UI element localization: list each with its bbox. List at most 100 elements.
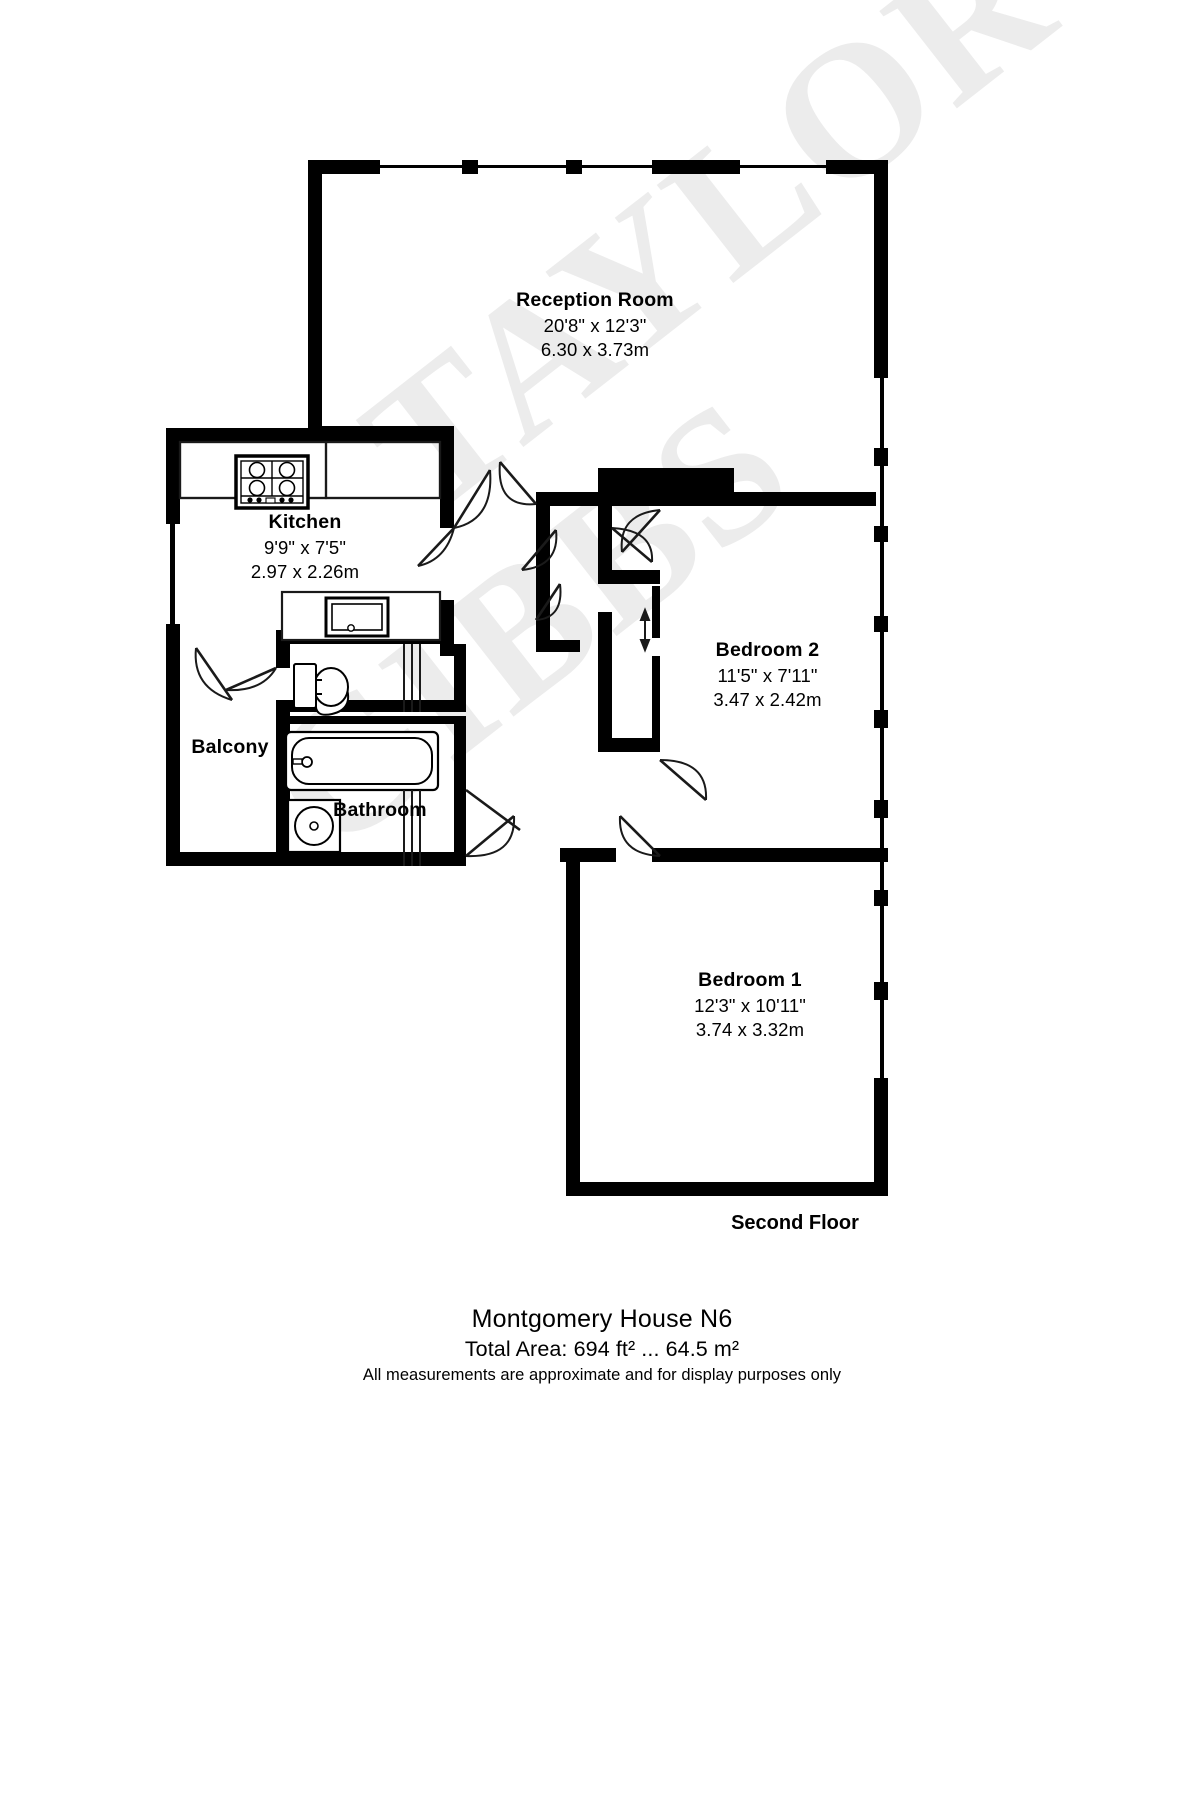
room-dim-imperial-bedroom2: 11'5" x 7'11": [717, 664, 818, 686]
door-arc-bed2-a: [620, 509, 661, 553]
door-leaf-bed2-b: [611, 527, 653, 563]
window-right-8: [880, 1000, 884, 1078]
toilet-icon: [293, 663, 350, 716]
wall-reception-left: [308, 160, 322, 440]
room-label-bedroom1: Bedroom 1 12'3" x 10'11" 3.74 x 3.32m: [610, 968, 890, 1043]
arrow-head-up: [639, 607, 651, 621]
wall-hall-top-b: [734, 492, 876, 506]
wall-hall-v-c: [598, 612, 612, 752]
window-top-2: [478, 165, 566, 168]
door-arc-balcony: [194, 647, 233, 701]
window-right-2: [880, 466, 884, 526]
wall-bed2-left-a: [652, 586, 660, 638]
wall-wc-right: [454, 644, 466, 702]
fixtures-layer: [178, 440, 442, 854]
wall-right-b: [874, 448, 888, 466]
door-leaf-hall-b: [521, 529, 557, 571]
wall-bath-bottom: [276, 852, 466, 866]
floor-label: Second Floor: [731, 1212, 859, 1234]
window-right-1: [880, 374, 884, 448]
wall-top-left: [308, 160, 380, 174]
window-top-4: [740, 165, 826, 168]
wall-bed2-bottom-left: [598, 738, 660, 752]
door-leaf-bed1: [619, 815, 661, 857]
wall-bed1-left: [566, 848, 580, 1196]
opening-arrow: [639, 607, 651, 653]
door-leaf-hall-a: [499, 461, 537, 505]
wall-kitchen-top: [166, 428, 326, 442]
door-leaf-bed2-a: [621, 509, 661, 553]
total-area: Total Area: 694 ft² ... 64.5 m²: [464, 1337, 740, 1361]
hob-icon: [234, 454, 310, 510]
room-name-bedroom2: Bedroom 2: [715, 639, 820, 661]
room-name-reception: Reception Room: [516, 289, 674, 311]
window-top-3: [582, 165, 652, 168]
wall-right-f: [874, 800, 888, 818]
door-arc-hall-c: [535, 583, 562, 621]
door-arc-hall-a: [498, 461, 537, 506]
wall-top-mullion-1: [462, 160, 478, 174]
door-leaf-balcony: [194, 647, 234, 701]
room-label-bathroom: Bathroom: [255, 798, 505, 824]
room-label-reception: Reception Room 20'8" x 12'3" 6.30 x 3.73…: [425, 288, 765, 363]
wall-hall-top-a: [536, 492, 598, 506]
door-leaf-bathroom: [465, 815, 515, 857]
room-name-kitchen: Kitchen: [268, 511, 342, 533]
wall-bath-right: [454, 724, 466, 856]
room-dim-metric-reception: 6.30 x 3.73m: [540, 339, 650, 361]
wall-right-i: [874, 1078, 888, 1196]
wall-balcony-bottom: [166, 852, 282, 866]
wall-right-h: [874, 982, 888, 1000]
wall-right-a: [874, 160, 888, 374]
door-arc-bed2-b: [611, 527, 654, 563]
wall-kitchen-left-b: [166, 624, 180, 644]
room-label-bedroom2: Bedroom 2 11'5" x 7'11" 3.47 x 2.42m: [635, 638, 900, 713]
disclaimer-text: All measurements are approximate and for…: [362, 1366, 842, 1385]
room-name-bathroom: Bathroom: [333, 799, 427, 821]
door-arc-bed2-c: [659, 759, 708, 801]
wall-hall-v-b: [598, 506, 612, 576]
door-arc-kitchen-c: [225, 667, 277, 692]
room-dim-metric-bedroom2: 3.47 x 2.42m: [713, 689, 822, 711]
wall-cupboard-block: [598, 468, 734, 506]
room-dim-imperial-bedroom1: 12'3" x 10'11": [694, 994, 806, 1016]
window-right-5: [880, 728, 884, 800]
wall-balcony-left: [166, 644, 180, 866]
room-dim-metric-kitchen: 2.97 x 2.26m: [250, 561, 360, 583]
footer: Montgomery House N6 Total Area: 694 ft² …: [0, 1303, 1204, 1388]
wall-bed1-bottom: [566, 1182, 888, 1196]
window-right-7: [880, 906, 884, 982]
room-dim-imperial-kitchen: 9'9" x 7'5": [264, 536, 346, 558]
door-leaf-kitchen-c: [225, 666, 277, 692]
wall-bed1-left-top: [566, 848, 580, 870]
wall-bed2-left-b: [652, 656, 660, 750]
wall-kitchen-left-a: [166, 428, 180, 524]
property-title: Montgomery House N6: [471, 1305, 733, 1333]
doors-layer: [194, 461, 708, 866]
door-arc-kitchen-a: [453, 469, 492, 529]
door-leaf-bath-b: [465, 788, 521, 832]
door-arc-hall-b: [521, 529, 558, 571]
door-arc-bed1: [618, 815, 661, 857]
room-dim-metric-bedroom1: 3.74 x 3.32m: [695, 1019, 805, 1041]
walls: [166, 160, 888, 1196]
wall-hall-h-b: [598, 570, 660, 584]
arrow-head-down: [639, 639, 651, 653]
door-leaf-kitchen-b: [417, 527, 455, 567]
wall-hall-stub-b: [536, 640, 580, 652]
wall-right-d: [874, 616, 888, 632]
wall-top-right: [826, 160, 888, 174]
window-right-4: [880, 632, 884, 710]
door-leaf-kitchen-a: [452, 469, 492, 529]
window-kitchen-left: [170, 524, 175, 624]
room-label-kitchen: Kitchen 9'9" x 7'5" 2.97 x 2.26m: [180, 510, 430, 585]
wall-bath-top-b: [276, 716, 466, 724]
wall-right-c: [874, 526, 888, 542]
door-leaf-bed2-c: [659, 759, 707, 801]
wall-kitchen-right-b: [440, 600, 454, 656]
wall-right-g: [874, 890, 888, 906]
wall-hall-corner: [646, 570, 660, 584]
kitchen-counter-run: [178, 440, 442, 500]
door-leaf-hall-c: [534, 583, 562, 621]
